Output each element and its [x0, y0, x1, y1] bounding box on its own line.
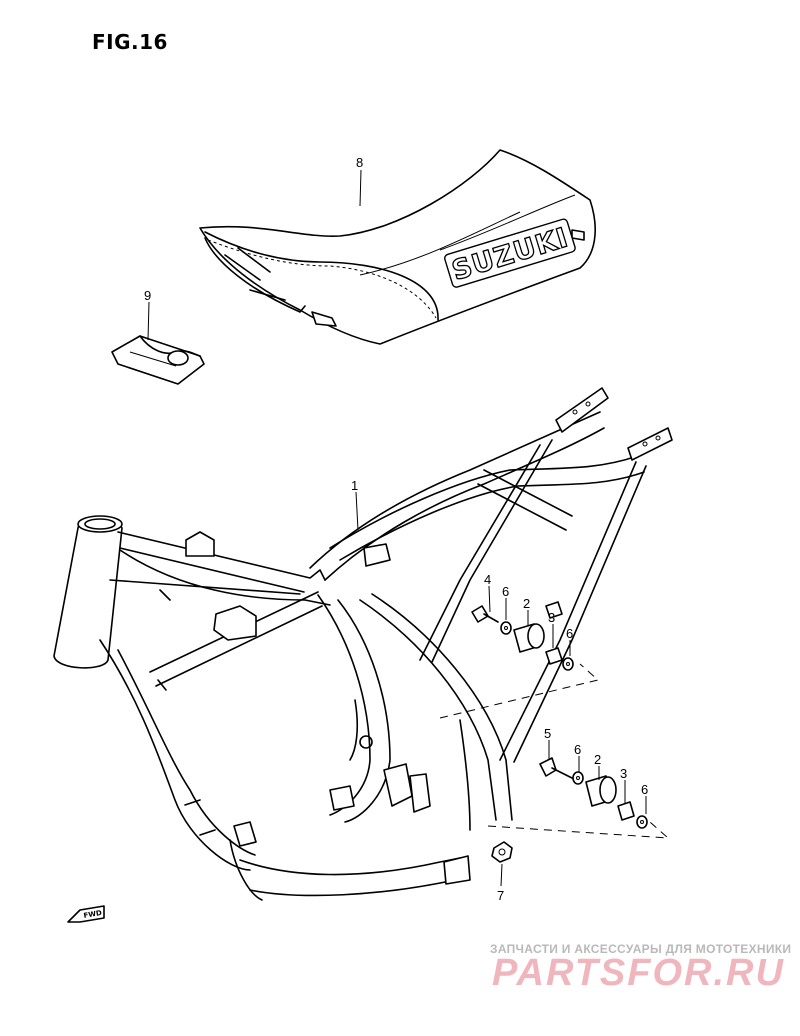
leader-lines	[147, 169, 670, 887]
collar-part-3b[interactable]	[617, 801, 635, 821]
washer-part-6d[interactable]	[636, 815, 648, 829]
bushing-part-2a[interactable]	[513, 623, 545, 653]
fwd-label: FWD	[83, 909, 103, 920]
callout-6b: 6	[566, 626, 573, 641]
figure-title: FIG.16	[92, 30, 168, 54]
callout-4: 4	[484, 572, 491, 587]
bolt-part-4[interactable]	[471, 605, 499, 623]
frame-part[interactable]	[53, 387, 673, 901]
callout-6a: 6	[502, 584, 509, 599]
washer-part-6b[interactable]	[562, 657, 574, 671]
bolt-part-5[interactable]	[539, 757, 573, 779]
callout-1: 1	[351, 478, 358, 493]
washer-part-6c[interactable]	[572, 771, 584, 785]
callout-3a: 3	[548, 610, 555, 625]
bushing-part-2b[interactable]	[585, 775, 617, 807]
nut-part-7[interactable]	[491, 841, 513, 863]
callout-6c: 6	[574, 742, 581, 757]
fwd-arrow-icon: FWD	[67, 905, 105, 923]
callout-9: 9	[144, 288, 151, 303]
watermark-logo: PARTSFOR.RU	[492, 952, 785, 994]
tool-bag-part[interactable]	[111, 335, 205, 385]
callout-8: 8	[356, 155, 363, 170]
washer-part-6a[interactable]	[500, 621, 512, 635]
watermark-tagline: ЗАПЧАСТИ И АКСЕССУАРЫ ДЛЯ МОТОТЕХНИКИ	[490, 942, 792, 956]
callout-labels: 8 9 1 4 6 2 3 6 5 6 2 3 6 7	[144, 155, 648, 903]
callout-2b: 2	[594, 752, 601, 767]
callout-6d: 6	[641, 782, 648, 797]
callout-3b: 3	[620, 766, 627, 781]
callout-2a: 2	[523, 596, 530, 611]
callout-5: 5	[544, 726, 551, 741]
seat-part[interactable]: SUZUKI	[199, 149, 596, 345]
callout-7: 7	[497, 888, 504, 903]
collar-part-3a[interactable]	[545, 601, 563, 665]
